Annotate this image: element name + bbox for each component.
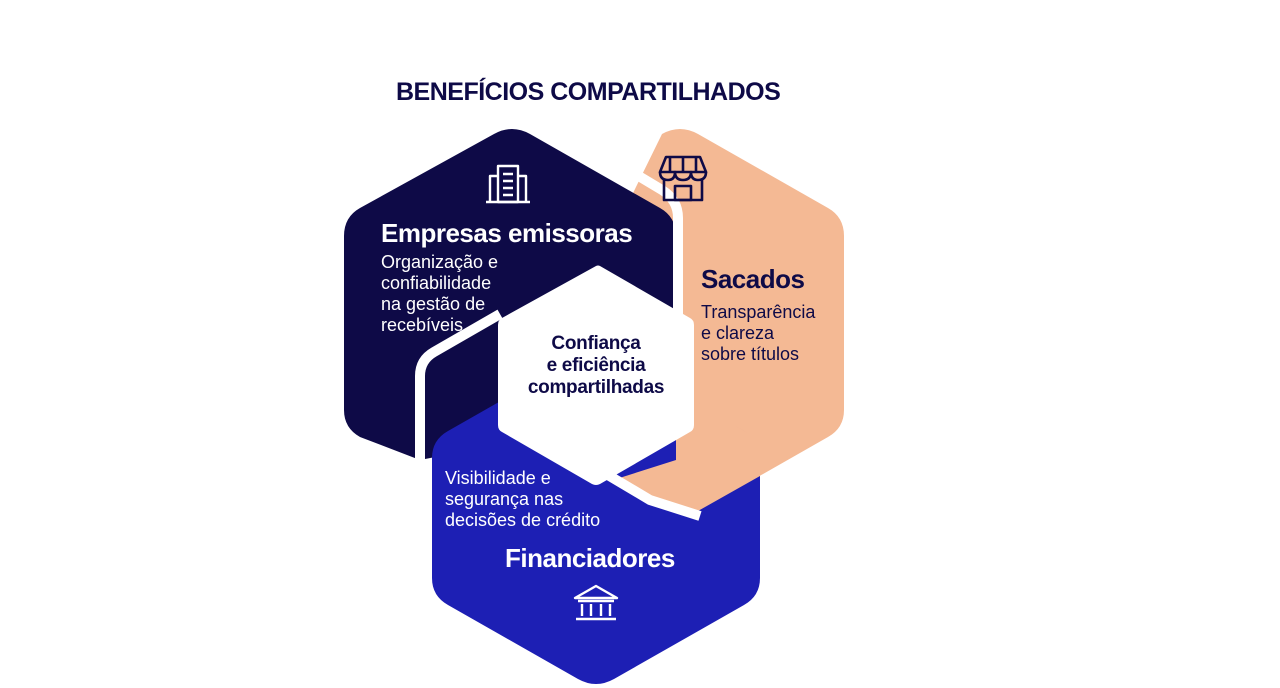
desc-line: confiabilidade (381, 273, 492, 293)
desc-line: segurança nas (445, 489, 564, 509)
desc-line: recebíveis (381, 315, 464, 335)
center-label: Confiança e eficiência compartilhadas (504, 333, 688, 399)
desc-line: Visibilidade e (445, 468, 551, 488)
segment-empresas-heading: Empresas emissoras (381, 218, 633, 248)
segment-empresas-desc: Organização e confiabilidade na gestão d… (381, 252, 498, 336)
storefront-icon (658, 155, 708, 202)
building-icon (486, 164, 530, 204)
desc-line: Organização e (381, 252, 499, 272)
segment-financiadores-heading: Financiadores (505, 543, 675, 573)
center-hex-border (498, 265, 694, 485)
bank-icon (573, 584, 619, 621)
segment-financiadores-desc: Visibilidade e segurança nas decisões de… (445, 468, 600, 531)
center-line: compartilhadas (527, 377, 665, 398)
desc-line: Transparência (701, 302, 816, 322)
navy-peach-gap (609, 155, 683, 320)
desc-line: na gestão de (381, 294, 486, 314)
center-line: Confiança (551, 333, 641, 354)
navy-blue-gap (415, 309, 503, 462)
segment-sacados-heading: Sacados (701, 264, 805, 294)
center-line: e eficiência (546, 355, 646, 376)
peach-blue-gap (593, 463, 702, 521)
segment-sacados-desc: Transparência e clareza sobre títulos (701, 302, 815, 365)
diagram-title: BENEFÍCIOS COMPARTILHADOS (396, 78, 781, 106)
desc-line: e clareza (701, 323, 775, 343)
desc-line: decisões de crédito (445, 510, 601, 530)
desc-line: sobre títulos (701, 344, 800, 364)
